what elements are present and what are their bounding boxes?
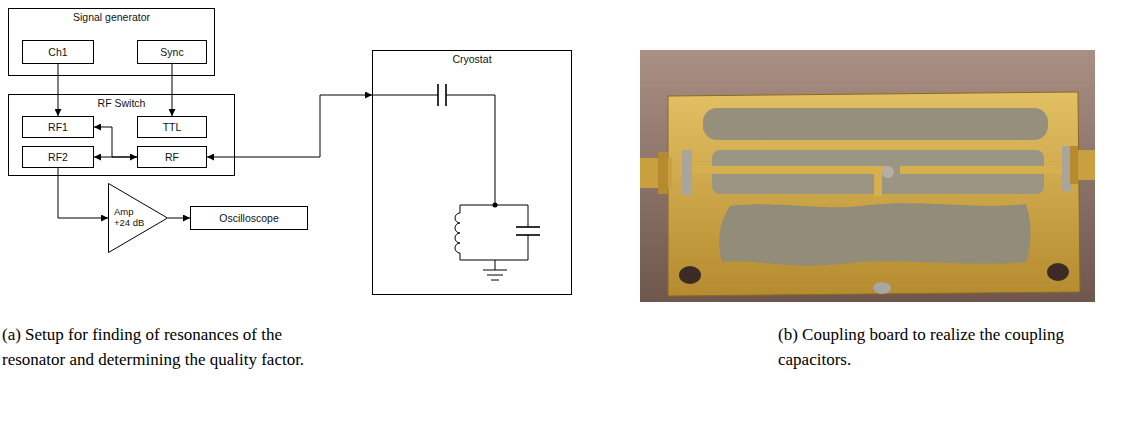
- instrument-box: Signal generatorCh1 Sync: [8, 8, 215, 76]
- amplifier-triangle: Amp+24 dB: [108, 183, 168, 253]
- signal-connector: [172, 64, 173, 116]
- port-box: RF2: [22, 146, 94, 168]
- box-label: RF2: [48, 151, 68, 164]
- solder-blob: [882, 166, 894, 178]
- signal-connector: [207, 95, 372, 157]
- sma-connector: [1076, 150, 1095, 180]
- signal-connector: [58, 64, 59, 116]
- wire: [446, 95, 495, 205]
- port-box: RF1: [22, 116, 94, 138]
- ground-symbol: [483, 270, 507, 271]
- mounting-hole: [679, 266, 701, 284]
- mounting-hole: [1047, 263, 1069, 281]
- amplifier-outline: [109, 184, 168, 253]
- instrument-box: Oscilloscope: [190, 206, 308, 230]
- box-label: Ch1: [48, 46, 67, 59]
- box-label: Sync: [160, 46, 183, 59]
- wire: [372, 95, 438, 96]
- figure-caption: (b) Coupling board to realize the coupli…: [778, 322, 1078, 372]
- figure-caption: (a) Setup for finding of resonances of t…: [2, 322, 322, 372]
- port-box: Ch1: [22, 40, 94, 64]
- solder-blob: [873, 282, 891, 294]
- box-label: RF1: [48, 121, 68, 134]
- signal-connector: [168, 218, 190, 219]
- microstrip: [874, 170, 882, 196]
- junction-dot: [493, 203, 498, 208]
- resonator-circuit: [372, 84, 540, 280]
- pcb-board: [668, 92, 1080, 296]
- sma-connector: [658, 152, 668, 194]
- solder-tab: [682, 150, 692, 195]
- box-label: Amp: [114, 207, 134, 218]
- port-box: Sync: [137, 40, 207, 64]
- box-label: Oscilloscope: [219, 212, 279, 225]
- inductor-symbol: [455, 205, 460, 260]
- microstrip: [680, 166, 885, 174]
- instrument-box: RF SwitchRF1 TTL RF2 RF: [8, 94, 235, 176]
- signal-connector: [94, 127, 137, 157]
- ground-symbol: [487, 275, 503, 276]
- box-title: Signal generator: [73, 11, 150, 24]
- box-label: +24 dB: [114, 218, 144, 229]
- box-title: Cryostat: [452, 53, 491, 66]
- wire: [528, 205, 529, 227]
- wire: [495, 260, 496, 270]
- port-box: TTL: [137, 116, 207, 138]
- box-title: RF Switch: [98, 97, 146, 110]
- microstrip: [900, 166, 1078, 174]
- capacitor-plate: [516, 226, 540, 228]
- signal-connector: [94, 157, 137, 158]
- substrate-cutout: [703, 108, 1048, 140]
- photo-background: [640, 50, 1095, 302]
- box-label: TTL: [163, 121, 182, 134]
- sma-connector: [1070, 146, 1078, 184]
- port-box: RF: [137, 146, 207, 168]
- box-label: RF: [165, 151, 179, 164]
- board-photo: [640, 50, 1095, 302]
- capacitor-plate: [437, 84, 439, 106]
- substrate-cutout: [719, 203, 1030, 266]
- cryostat-box: Cryostat: [372, 50, 572, 295]
- wire: [528, 235, 529, 260]
- wire: [460, 260, 528, 261]
- ground-symbol: [491, 280, 499, 281]
